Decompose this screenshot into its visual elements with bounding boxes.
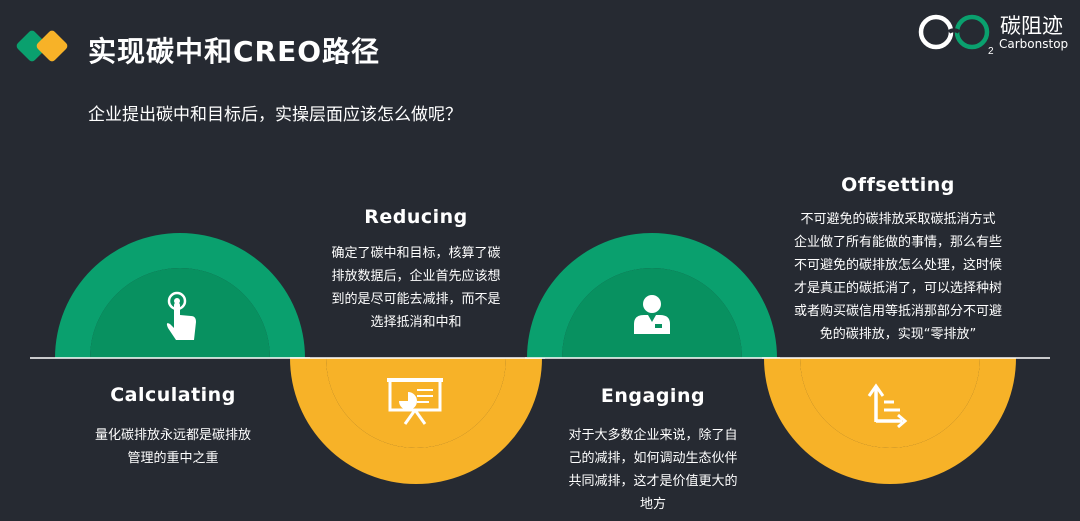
stage-reducing-title: Reducing [364,206,468,228]
sort-arrows-icon [867,383,908,429]
person-icon [634,295,670,334]
brand-name-en: Carbonstop [999,37,1069,51]
tap-hand-icon [166,291,196,340]
presentation-board-icon [387,378,443,425]
page-title: 实现碳中和CREO路径 [88,35,381,68]
stage-reducing-text: 确定了碳中和目标，核算了碳 排放数据后，企业首先应该想 到的是尽可能去减排，而不… [331,246,501,330]
carbonstop-logo: 2 [918,14,994,56]
page-subtitle: 企业提出碳中和目标后，实操层面应该怎么做呢？ [88,105,462,125]
stage-reducing-shape [290,357,545,484]
stage-engaging-text: 对于大多数企业来说，除了自 己的减排，如何调动生态伙伴 共同减排，这才是价值更大… [568,428,738,512]
stage-calculating-title: Calculating [110,384,236,406]
brand-name-cn: 碳阻迹 [1000,14,1063,38]
stage-offsetting-title: Offsetting [841,174,955,196]
stage-engaging-title: Engaging [600,385,706,407]
stage-offsetting-text: 不可避免的碳排放采取碳抵消方式 企业做了所有能做的事情，那么有些 不可避免的碳排… [793,212,1002,342]
brand-mark-subscript: 2 [988,46,994,56]
stage-calculating-text: 量化碳排放永远都是碳排放 管理的重中之重 [94,428,251,466]
diamond-logo-icon [16,30,68,62]
